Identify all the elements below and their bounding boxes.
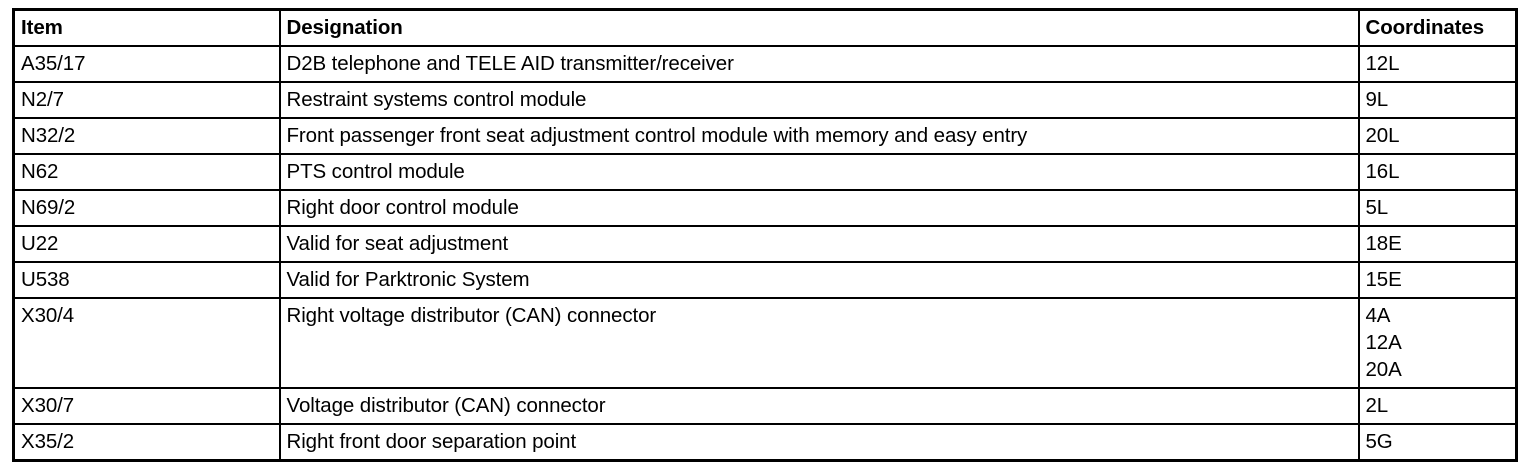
cell-coordinates: 18E <box>1357 225 1518 263</box>
column-header-item: Item <box>12 8 281 47</box>
coordinate-value: 12A <box>1365 331 1402 354</box>
cell-designation: Voltage distributor (CAN) connector <box>278 387 1360 425</box>
cell-designation: Right front door separation point <box>278 423 1360 462</box>
cell-coordinates: 9L <box>1357 81 1518 119</box>
cell-designation: Front passenger front seat adjustment co… <box>278 117 1360 155</box>
coordinate-list: 12L <box>1366 50 1516 77</box>
cell-coordinates: 16L <box>1357 153 1518 191</box>
coordinate-value: 4A <box>1365 304 1391 327</box>
coordinate-value: 9L <box>1365 88 1389 111</box>
cell-coordinates: 4A 12A 20A <box>1357 297 1518 389</box>
cell-item: X30/7 <box>12 387 281 425</box>
coordinate-list: 9L <box>1366 86 1516 113</box>
coordinate-value: 20A <box>1365 358 1402 381</box>
coordinate-value: 20L <box>1365 124 1400 147</box>
coordinate-value: 12L <box>1365 52 1400 75</box>
cell-item: U538 <box>12 261 281 299</box>
cell-item: U22 <box>12 225 281 263</box>
cell-designation: Restraint systems control module <box>278 81 1360 119</box>
cell-designation: Valid for Parktronic System <box>278 261 1360 299</box>
cell-coordinates: 5G <box>1357 423 1518 462</box>
cell-designation: Right door control module <box>278 189 1360 227</box>
table-header: Item Designation Coordinates <box>12 8 1518 47</box>
coordinate-value: 15E <box>1365 268 1402 291</box>
coordinate-list: 5L <box>1366 194 1516 221</box>
coordinate-list: 15E <box>1366 266 1516 293</box>
table-header-row: Item Designation Coordinates <box>12 8 1518 47</box>
cell-item: N2/7 <box>12 81 281 119</box>
coordinate-list: 4A 12A 20A <box>1366 302 1516 383</box>
cell-coordinates: 15E <box>1357 261 1518 299</box>
cell-item: X30/4 <box>12 297 281 389</box>
coordinate-list: 18E <box>1366 230 1516 257</box>
coordinate-value: 5L <box>1365 196 1389 219</box>
coordinate-value: 5G <box>1365 430 1393 453</box>
cell-item: A35/17 <box>12 45 281 83</box>
coordinate-list: 2L <box>1366 392 1516 419</box>
cell-item: N32/2 <box>12 117 281 155</box>
coordinate-value: 18E <box>1365 232 1402 255</box>
cell-coordinates: 5L <box>1357 189 1518 227</box>
column-header-designation: Designation <box>278 8 1360 47</box>
cell-item: N69/2 <box>12 189 281 227</box>
cell-coordinates: 20L <box>1357 117 1518 155</box>
coordinate-list: 16L <box>1366 158 1516 185</box>
cell-designation: D2B telephone and TELE AID transmitter/r… <box>278 45 1360 83</box>
column-header-coordinates: Coordinates <box>1357 8 1518 47</box>
cell-coordinates: 2L <box>1357 387 1518 425</box>
coordinate-value: 16L <box>1365 160 1400 183</box>
coordinate-list: 20L <box>1366 122 1516 149</box>
coordinate-value: 2L <box>1365 394 1389 417</box>
cell-item: N62 <box>12 153 281 191</box>
cell-designation: PTS control module <box>278 153 1360 191</box>
cell-item: X35/2 <box>12 423 281 462</box>
cell-designation: Right voltage distributor (CAN) connecto… <box>278 297 1360 389</box>
cell-designation: Valid for seat adjustment <box>278 225 1360 263</box>
cell-coordinates: 12L <box>1357 45 1518 83</box>
coordinate-list: 5G <box>1366 428 1516 455</box>
